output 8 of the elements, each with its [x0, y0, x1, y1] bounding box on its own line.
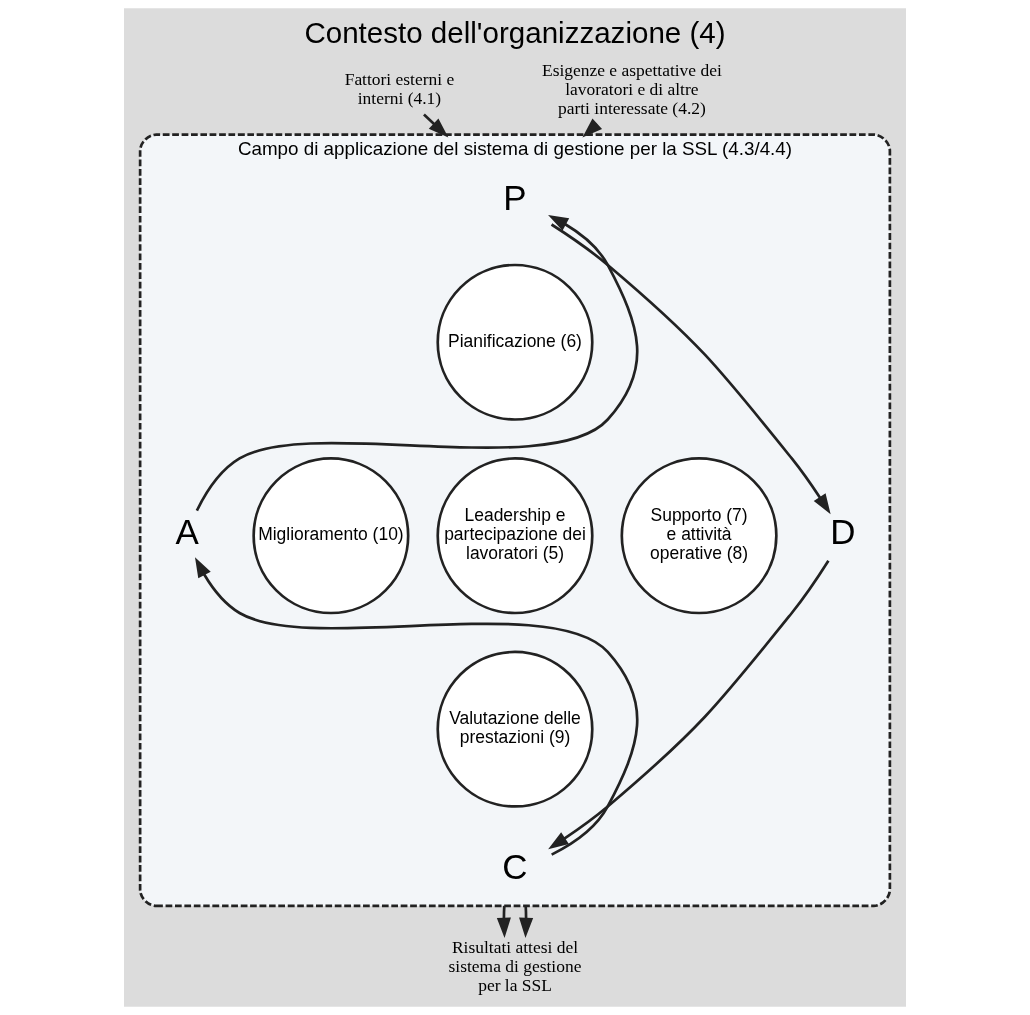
node-text: Risultati attesi del sistema di gestione per la SSL — [448, 937, 582, 996]
node-text: A — [175, 512, 199, 552]
node-text: Fattori esterni e interni (4.1) — [344, 69, 455, 109]
diagram-title: Contesto dell'organizzazione (4) — [304, 15, 726, 49]
node-text: Esigenze e aspettative dei lavoratori e di altre parti interessate (4.2) — [542, 60, 722, 118]
node-text: P — [503, 177, 527, 217]
node-text: D — [830, 512, 856, 552]
node-text: C — [502, 846, 528, 886]
